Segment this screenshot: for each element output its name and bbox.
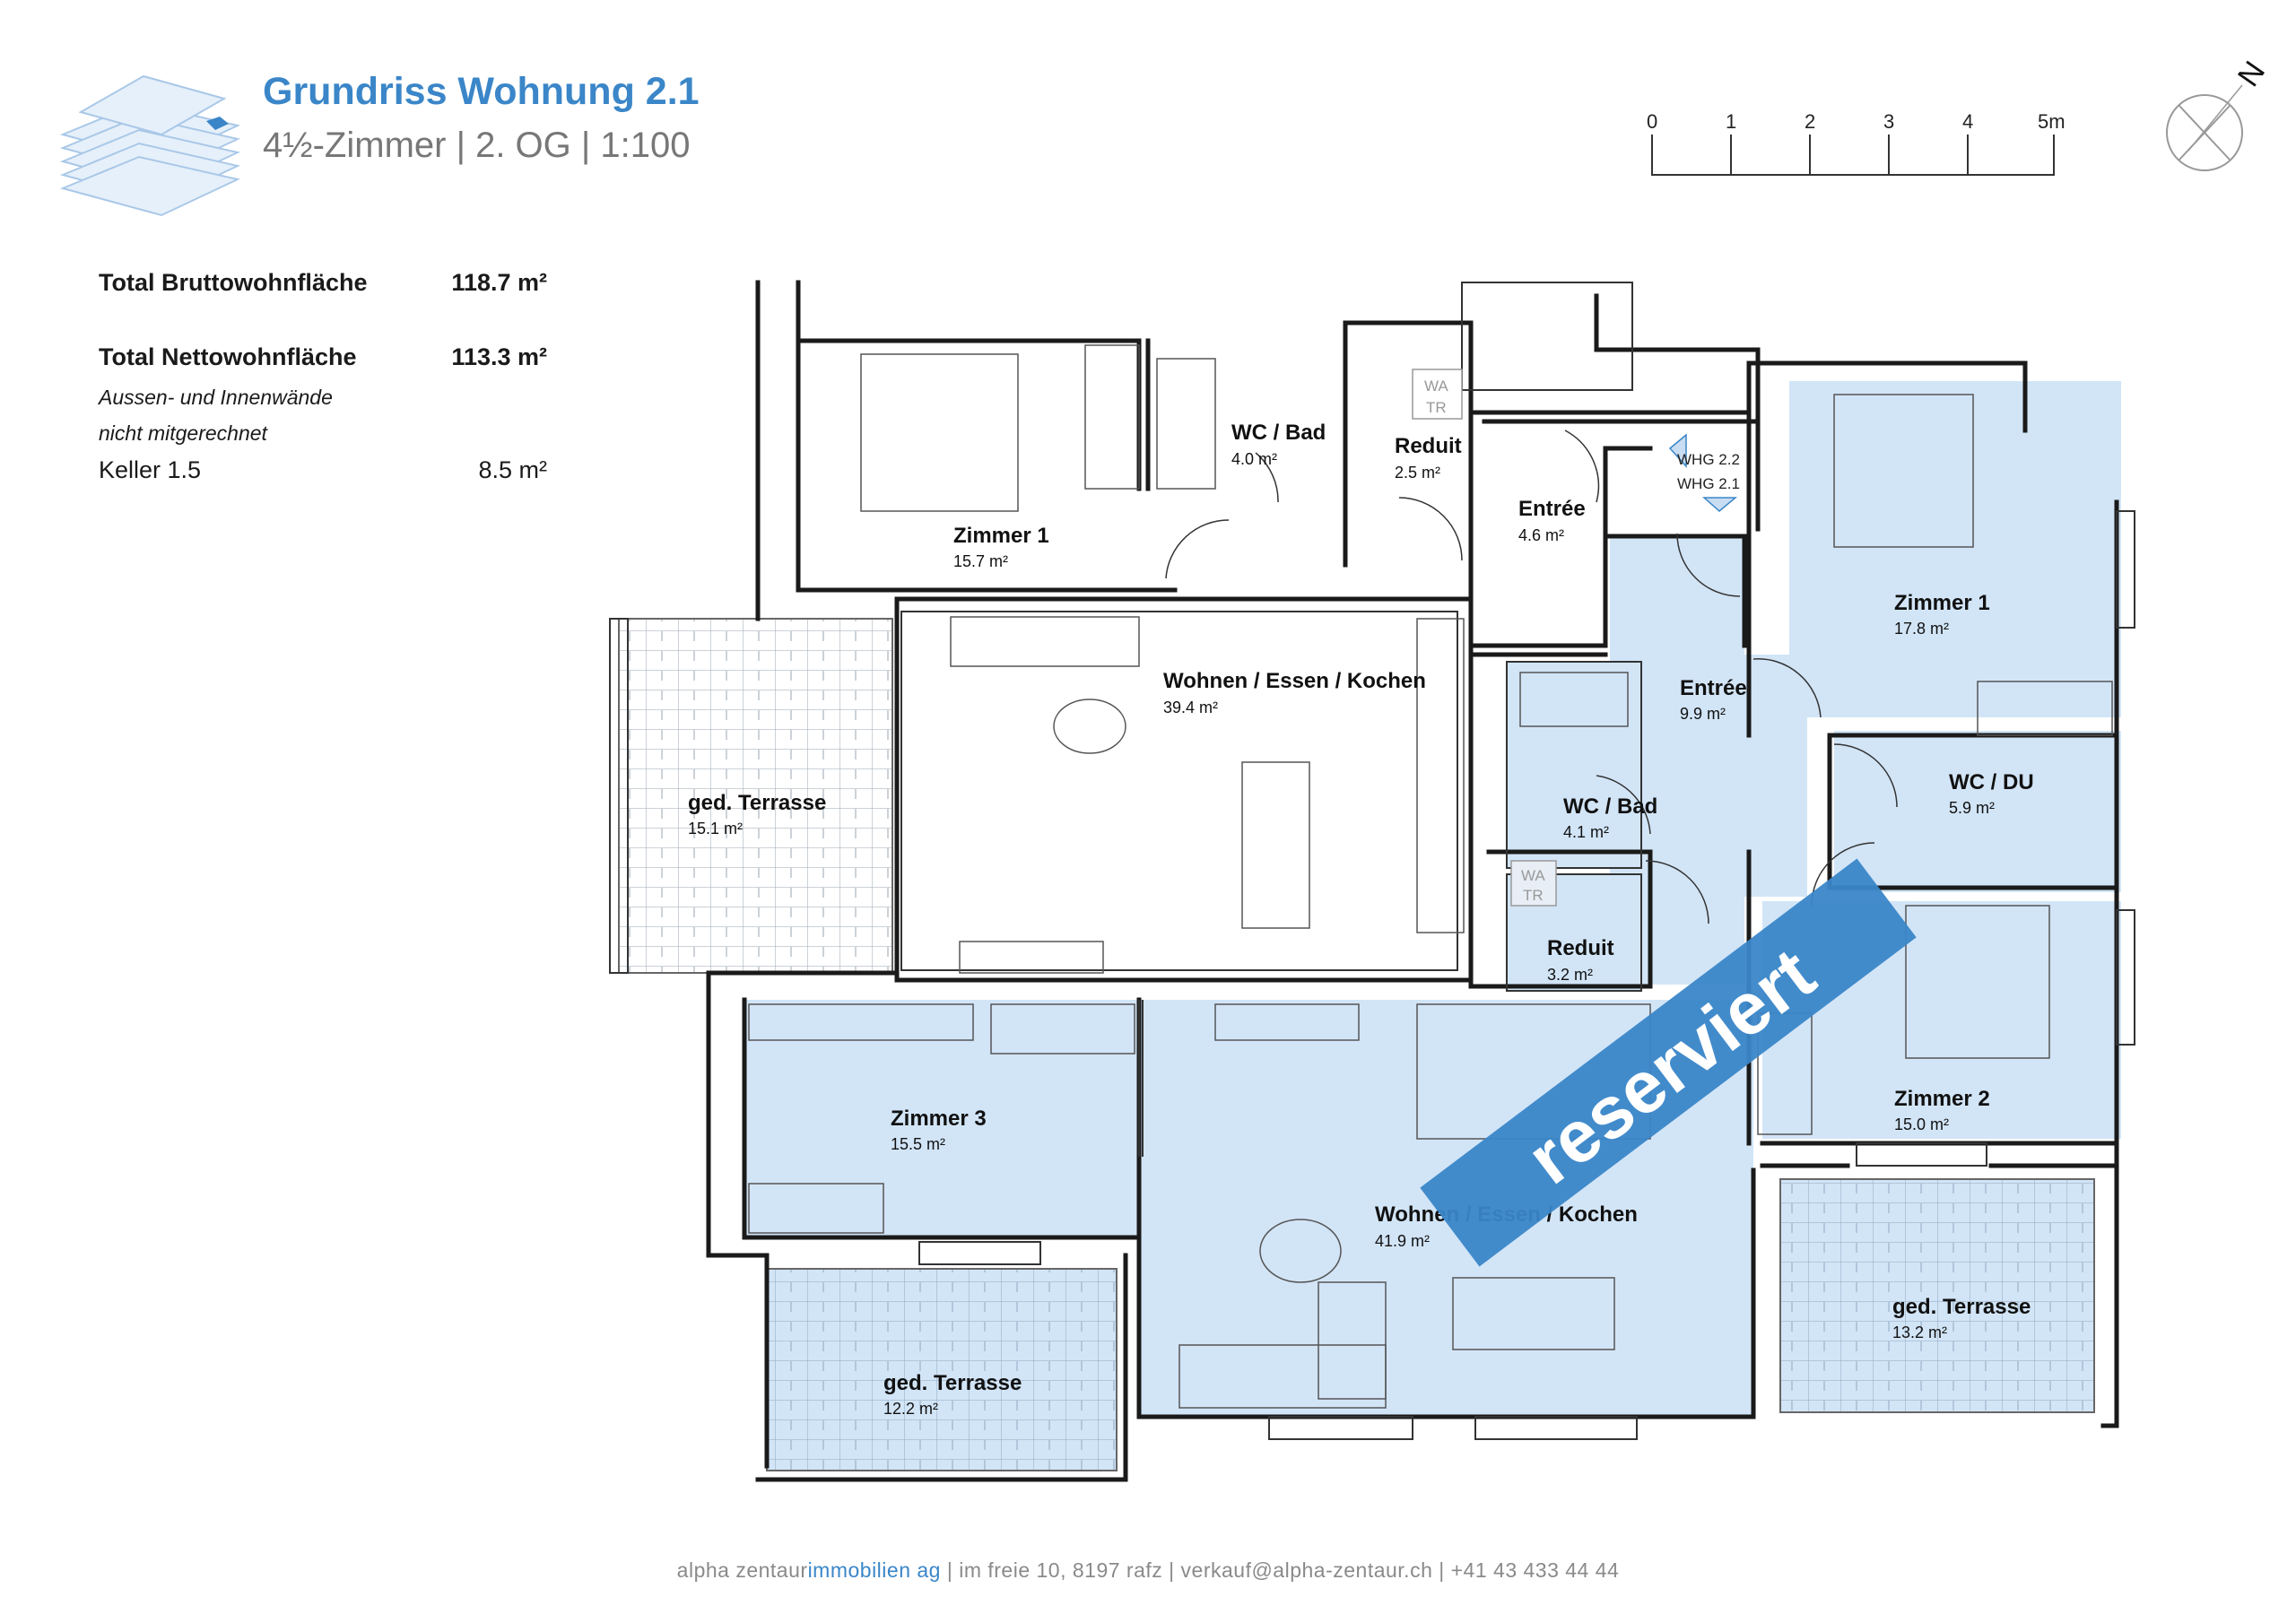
room-left-terrasse-name: ged. Terrasse [688, 791, 826, 815]
keller-value: 8.5 m² [478, 456, 547, 483]
keller-label: Keller 1.5 [99, 456, 202, 483]
room-entree-name: Entrée [1680, 676, 1747, 700]
room-wcbad-area: 4.1 m² [1563, 823, 1609, 841]
netto-label: Total Nettowohnfläche [99, 343, 357, 370]
room-top-wcbad-area: 4.0 m² [1231, 450, 1277, 468]
room-terrasse-bottom-name: ged. Terrasse [883, 1371, 1022, 1395]
room-top-wohnen-area: 39.4 m² [1163, 699, 1218, 716]
brutto-label: Total Bruttowohnfläche [99, 269, 368, 296]
whg-22-label: WHG 2.2 [1677, 451, 1740, 468]
scale-tick-1: 1 [1726, 110, 1736, 133]
footer-company-b: immobilien ag [807, 1558, 941, 1582]
room-zimmer1-area: 17.8 m² [1894, 620, 1949, 638]
room-zimmer3-area: 15.5 m² [891, 1135, 945, 1153]
footer-contact: | im freie 10, 8197 rafz | verkauf@alpha… [940, 1558, 1620, 1582]
room-wcbad-name: WC / Bad [1563, 794, 1657, 819]
footer-company-a: alpha zentaur [676, 1558, 808, 1582]
room-terrasse-right-area: 13.2 m² [1892, 1324, 1947, 1341]
scale-bar: 0 1 2 3 4 5m [1647, 110, 2066, 176]
page-title: Grundriss Wohnung 2.1 [263, 70, 700, 113]
room-wohnen-area: 41.9 m² [1375, 1232, 1430, 1250]
whg-arrow-down-icon [1702, 497, 1738, 512]
tr-label-top: TR [1426, 399, 1447, 416]
scale-tick-5: 5m [2038, 110, 2066, 133]
room-terrasse-right-name: ged. Terrasse [1892, 1295, 2031, 1319]
scale-tick-2: 2 [1805, 110, 1815, 133]
room-zimmer2-name: Zimmer 2 [1894, 1087, 1990, 1111]
room-zimmer1-name: Zimmer 1 [1894, 591, 1990, 615]
room-entree-area: 9.9 m² [1680, 705, 1726, 723]
room-terrasse-bottom-area: 12.2 m² [883, 1400, 938, 1418]
room-reduit-area: 3.2 m² [1547, 966, 1593, 984]
compass-icon: N [2166, 56, 2272, 171]
room-zimmer3-name: Zimmer 3 [891, 1107, 987, 1131]
room-top-zimmer1-area: 15.7 m² [953, 552, 1008, 570]
wa-label: WA [1521, 867, 1545, 884]
page-subtitle: 4½-Zimmer | 2. OG | 1:100 [263, 126, 691, 165]
scale-tick-4: 4 [1962, 110, 1973, 133]
whg-21-label: WHG 2.1 [1677, 475, 1740, 492]
room-top-wohnen-name: Wohnen / Essen / Kochen [1163, 669, 1426, 693]
scale-tick-0: 0 [1647, 110, 1657, 133]
room-zimmer2-area: 15.0 m² [1894, 1115, 1949, 1133]
room-top-entree-name: Entrée [1518, 497, 1586, 521]
building-logo-icon [59, 74, 241, 217]
apartment-highlight [744, 381, 2121, 1417]
tr-label: TR [1523, 887, 1544, 904]
compass-north-label: N [2231, 56, 2272, 93]
brutto-value: 118.7 m² [451, 269, 547, 296]
room-top-reduit-area: 2.5 m² [1395, 464, 1440, 482]
room-top-zimmer1-name: Zimmer 1 [953, 524, 1049, 548]
note-line-1: Aussen- und Innenwände [99, 386, 333, 409]
room-top-reduit-name: Reduit [1395, 434, 1462, 458]
room-wcdu-area: 5.9 m² [1949, 799, 1995, 817]
wa-label-top: WA [1424, 378, 1448, 395]
room-top-wcbad-name: WC / Bad [1231, 421, 1326, 445]
footer: alpha zentaurimmobilien ag | im freie 10… [0, 1558, 2296, 1583]
room-top-entree-area: 4.6 m² [1518, 526, 1564, 544]
room-reduit-name: Reduit [1547, 936, 1614, 960]
whg-arrow-icon [1668, 433, 1687, 468]
scale-tick-3: 3 [1883, 110, 1894, 133]
netto-value: 113.3 m² [451, 343, 547, 370]
note-line-2: nicht mitgerechnet [99, 421, 267, 445]
room-left-terrasse-area: 15.1 m² [688, 820, 743, 838]
room-wcdu-name: WC / DU [1949, 770, 2034, 794]
area-summary: Total Bruttowohnfläche 118.7 m² Total Net… [99, 269, 547, 492]
washer-dryer-box: WA TR WA TR [1412, 369, 1557, 907]
